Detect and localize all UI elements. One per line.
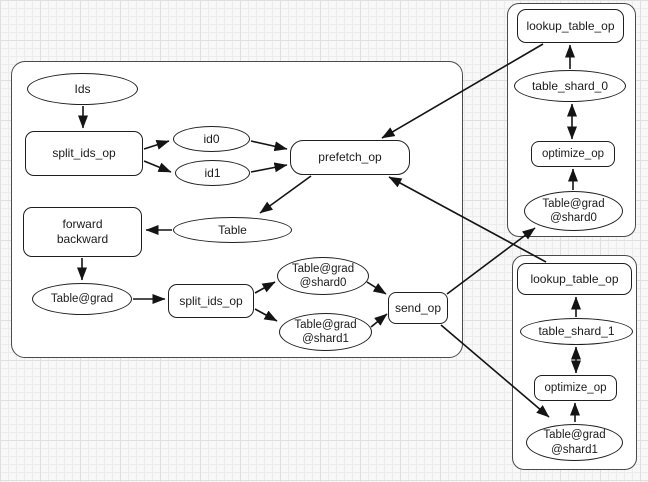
node-optimize-op-1-label: optimize_op [544,381,607,394]
node-table-grad-shard1-pserver-line2: @shard1 [551,443,598,456]
node-id1: id1 [175,160,250,186]
node-optimize-op-0: optimize_op [531,141,615,167]
node-table-grad-shard1-trainer-line1: Table@grad [294,318,357,331]
node-table-grad-shard1-trainer-line2: @shard1 [302,333,349,345]
node-table-shard-1-label: table_shard_1 [538,324,615,338]
node-id1-label: id1 [204,165,221,180]
node-table-shard-1: table_shard_1 [520,318,633,345]
node-table-grad-shard0-pserver: Table@grad @shard0 [524,191,623,231]
node-table-grad-shard0-pserver-line1: Table@grad [542,197,605,210]
node-table-grad: Table@grad [32,283,132,315]
node-forward-backward: forward backward [23,207,142,257]
node-prefetch-op: prefetch_op [290,140,410,175]
node-table-shard-0-label: table_shard_0 [531,78,609,93]
node-lookup-table-op-0-label: lookup_table_op [526,18,615,33]
node-ids-label: Ids [74,81,91,96]
node-split-ids-op-2: split_ids_op [168,284,254,318]
node-table-grad-shard0-pserver-line2: @shard0 [550,212,597,224]
node-table-label: Table [218,222,247,237]
node-lookup-table-op-0: lookup_table_op [517,9,624,43]
node-lookup-table-op-1-label: lookup_table_op [530,271,619,286]
node-prefetch-op-label: prefetch_op [318,150,382,164]
node-table-grad-shard0-trainer: Table@grad @shard0 [277,257,369,295]
node-table-grad-shard1-pserver-line1: Table@grad [543,429,606,442]
node-forward-backward-line1: forward [62,217,103,231]
node-optimize-op-1: optimize_op [534,375,617,401]
node-id0-label: id0 [203,131,220,146]
node-split-ids-op-1: split_ids_op [25,131,143,176]
node-table-grad-shard0-trainer-line1: Table@grad [291,262,355,275]
node-table: Table [173,217,292,243]
node-send-op: send_op [388,292,448,324]
node-table-grad-shard1-trainer: Table@grad @shard1 [279,313,372,351]
node-ids: Ids [27,73,138,105]
node-optimize-op-0-label: optimize_op [541,147,604,160]
node-table-grad-shard0-trainer-line2: @shard0 [299,277,347,289]
node-table-shard-0: table_shard_0 [514,70,626,102]
node-split-ids-op-1-label: split_ids_op [52,146,116,160]
node-id0: id0 [173,126,250,152]
node-split-ids-op-2-label: split_ids_op [179,293,243,308]
node-send-op-label: send_op [394,300,442,315]
node-forward-backward-line2: backward [56,232,109,246]
node-table-grad-shard1-pserver: Table@grad @shard1 [526,424,623,461]
node-table-grad-label: Table@grad [50,292,114,305]
node-lookup-table-op-1: lookup_table_op [517,263,632,295]
